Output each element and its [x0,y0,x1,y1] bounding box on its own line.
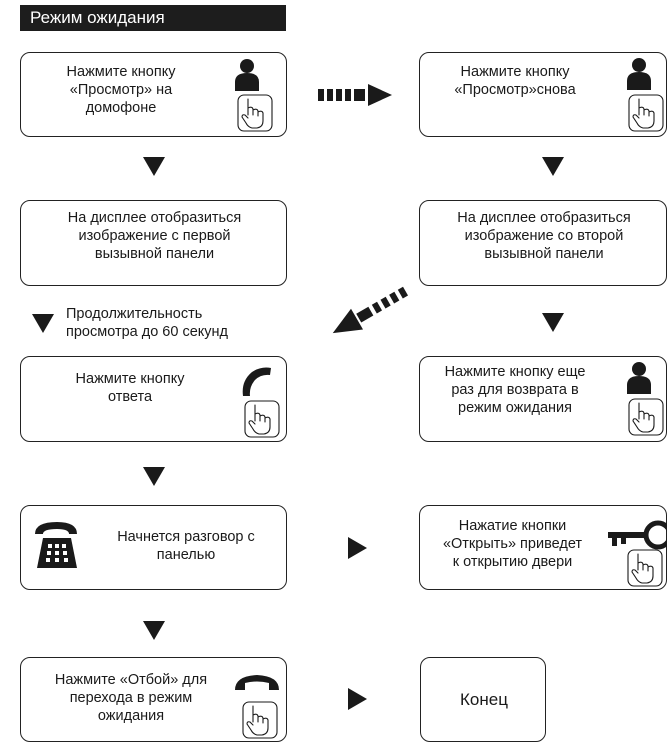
section-header: Режим ожидания [20,5,286,31]
step-text: Нажмите кнопку «Просмотр»снова [454,64,576,98]
step-press-hangup: Нажмите «Отбой» для перехода в режим ожи… [20,657,287,742]
section-title: Режим ожидания [30,8,165,27]
step-press-view: Нажмите кнопку «Просмотр» на домофоне [20,52,287,137]
person-button-icon [235,59,259,91]
arrow-down [143,467,165,486]
step-text: Нажмите «Отбой» для перехода в режим ожи… [54,672,208,724]
handset-icon [242,367,271,396]
person-button-icon [627,58,651,90]
dashed-arrow-diagonal [332,286,408,334]
step-press-answer: Нажмите кнопку ответа [20,356,287,442]
step-end: Конец [420,657,546,742]
key-icon [608,520,667,550]
pointing-hand-icon [627,549,663,587]
step-press-open: Нажатие кнопки «Открыть» приведет к откр… [419,505,667,590]
arrow-down [32,314,54,333]
step-text: На дисплее отобразиться изображение со в… [457,210,631,262]
duration-note: Продолжительность просмотра до 60 секунд [66,306,228,340]
pointing-hand-icon [628,94,664,132]
step-press-again-return: Нажмите кнопку еще раз для возврата в ре… [419,356,667,442]
pointing-hand-icon [244,400,280,438]
step-text: Конец [460,690,508,709]
step-display-second: На дисплее отобразиться изображение со в… [419,200,667,286]
step-text: Начнется разговор с панелью [117,529,255,563]
dashed-arrow-right [318,84,392,106]
arrow-right [348,688,367,710]
pointing-hand-icon [628,398,664,436]
arrow-down [143,157,165,176]
step-text: Нажмите кнопку ответа [75,371,185,405]
step-conversation: Начнется разговор с панелью [20,505,287,590]
pointing-hand-icon [242,701,278,739]
person-button-icon [627,362,651,394]
step-text: На дисплее отобразиться изображение с пе… [67,210,242,262]
arrow-down [542,157,564,176]
arrow-right [348,537,367,559]
step-text: Нажатие кнопки «Открыть» приведет к откр… [442,518,583,570]
pointing-hand-icon [237,94,273,132]
arrow-down [143,621,165,640]
step-press-view-again: Нажмите кнопку «Просмотр»снова [419,52,667,137]
step-display-first: На дисплее отобразиться изображение с пе… [20,200,287,286]
desk-phone-icon [35,522,77,568]
hangup-handset-icon [235,675,279,690]
arrow-down [542,313,564,332]
step-text: Нажмите кнопку «Просмотр» на домофоне [66,64,176,116]
step-text: Нажмите кнопку еще раз для возврата в ре… [444,364,586,416]
